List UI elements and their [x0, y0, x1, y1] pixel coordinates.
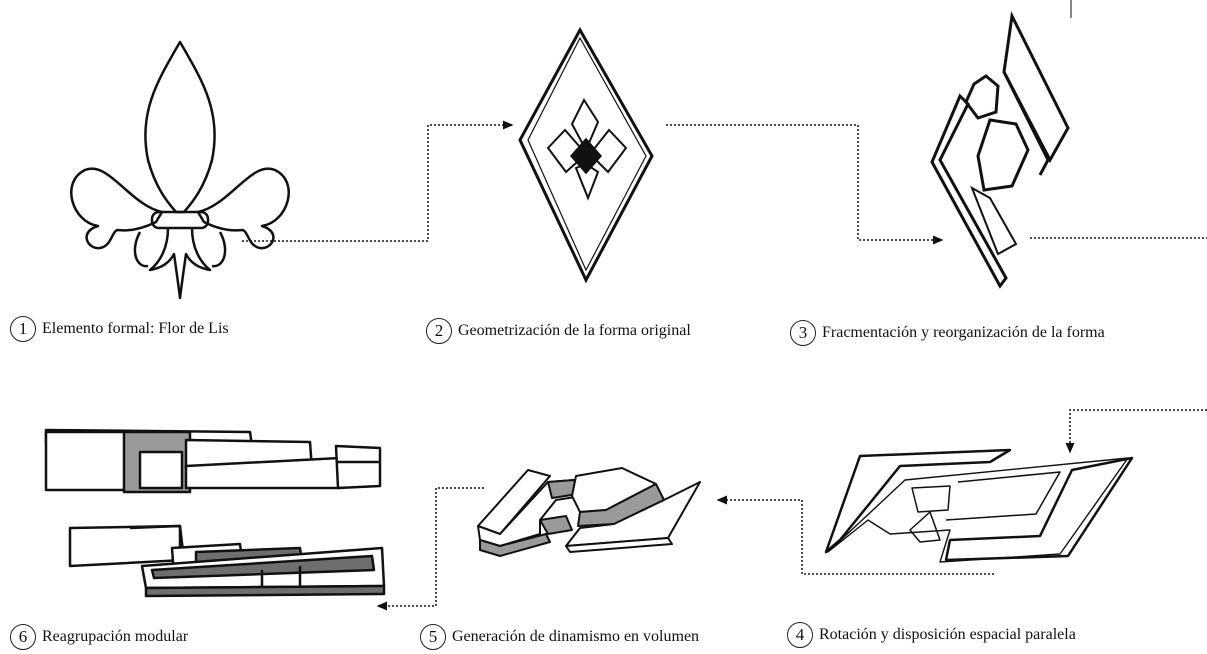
step-label: Generación de dinamismo en volumen [452, 628, 700, 645]
arrow-4-to-5 [716, 495, 994, 575]
step-label: Rotación y disposición espacial paralela [819, 626, 1076, 643]
step-5-label: 5 Generación de dinamismo en volumen [420, 624, 699, 650]
arrow-2-to-3 [666, 124, 944, 245]
arrow-1-to-2 [242, 120, 514, 242]
step-label: Geometrización de la forma original [458, 322, 691, 339]
step-number: 5 [420, 624, 446, 650]
step-label: Fracmentación y reorganización de la for… [822, 324, 1105, 341]
step-number: 4 [787, 622, 813, 648]
rotated-plan-sketch-icon [824, 448, 1134, 563]
geometric-diamond-icon [518, 26, 654, 284]
step-label: Elemento formal: Flor de Lis [42, 320, 229, 337]
fragmented-shape-icon [930, 11, 1070, 289]
step-3-label: 3 Fracmentación y reorganización de la f… [790, 320, 1105, 346]
step-1-label: 1 Elemento formal: Flor de Lis [10, 316, 229, 342]
fleur-de-lis-icon [70, 40, 290, 300]
step-number: 3 [790, 320, 816, 346]
dynamic-volume-sketch-icon [477, 467, 701, 557]
step-number: 6 [10, 624, 36, 650]
modular-blocks-sketch-icon [44, 428, 386, 598]
step-2-label: 2 Geometrización de la forma original [426, 318, 691, 344]
step-number: 1 [10, 316, 36, 342]
step-4-label: 4 Rotación y disposición espacial parale… [787, 622, 1076, 648]
step-number: 2 [426, 318, 452, 344]
step-6-label: 6 Reagrupación modular [10, 624, 188, 650]
arrow-5-to-6 [376, 487, 484, 611]
step-label: Reagrupación modular [42, 628, 189, 645]
arrow-4-entry [1065, 409, 1207, 454]
flow-arrows [242, 120, 1207, 611]
